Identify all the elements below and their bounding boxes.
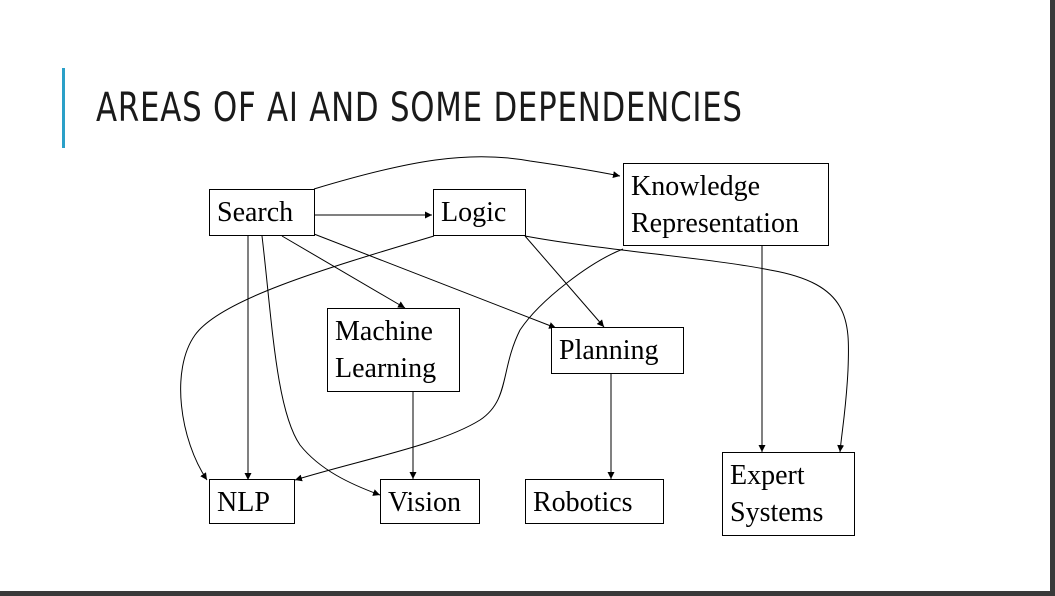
window-frame-bottom (0, 591, 1055, 596)
node-nlp-line-1: NLP (217, 487, 270, 518)
edge-search-to-planning (313, 233, 557, 329)
node-robotics-line-1: Robotics (533, 487, 633, 518)
node-search-line-1: Search (217, 197, 294, 228)
node-knowledge-line-1: Knowledge (631, 171, 761, 202)
node-planning-line-1: Planning (559, 335, 659, 366)
node-knowledge-line-2: Representation (631, 208, 799, 239)
node-search: Search (209, 189, 315, 236)
edge-search-to-machine-learning (281, 235, 406, 309)
node-logic: Logic (433, 189, 526, 236)
node-expert-systems: Expert Systems (722, 452, 855, 536)
node-machine-learning-line-2: Learning (335, 353, 437, 384)
edge-logic-to-nlp (180, 235, 435, 481)
window-frame-right (1050, 0, 1055, 596)
edge-search-to-knowledge (313, 156, 621, 190)
node-vision: Vision (380, 479, 480, 524)
edge-knowledge-to-nlp (294, 248, 624, 482)
edge-search-to-vision (261, 235, 381, 496)
node-logic-line-1: Logic (441, 197, 507, 228)
node-expert-systems-line-1: Expert (730, 460, 805, 491)
node-robotics: Robotics (525, 479, 664, 524)
node-expert-systems-line-2: Systems (730, 497, 824, 528)
node-machine-learning: Machine Learning (327, 308, 460, 392)
node-knowledge-representation: Knowledge Representation (623, 163, 829, 246)
node-machine-learning-line-1: Machine (335, 316, 433, 347)
title-accent-bar (62, 68, 65, 148)
edge-logic-to-expert-systems (524, 235, 849, 453)
edge-logic-to-planning (524, 235, 605, 328)
page-title: AREAS OF AI AND SOME DEPENDENCIES (96, 85, 743, 131)
node-vision-line-1: Vision (388, 487, 461, 518)
node-nlp: NLP (209, 479, 295, 524)
node-planning: Planning (551, 327, 684, 374)
